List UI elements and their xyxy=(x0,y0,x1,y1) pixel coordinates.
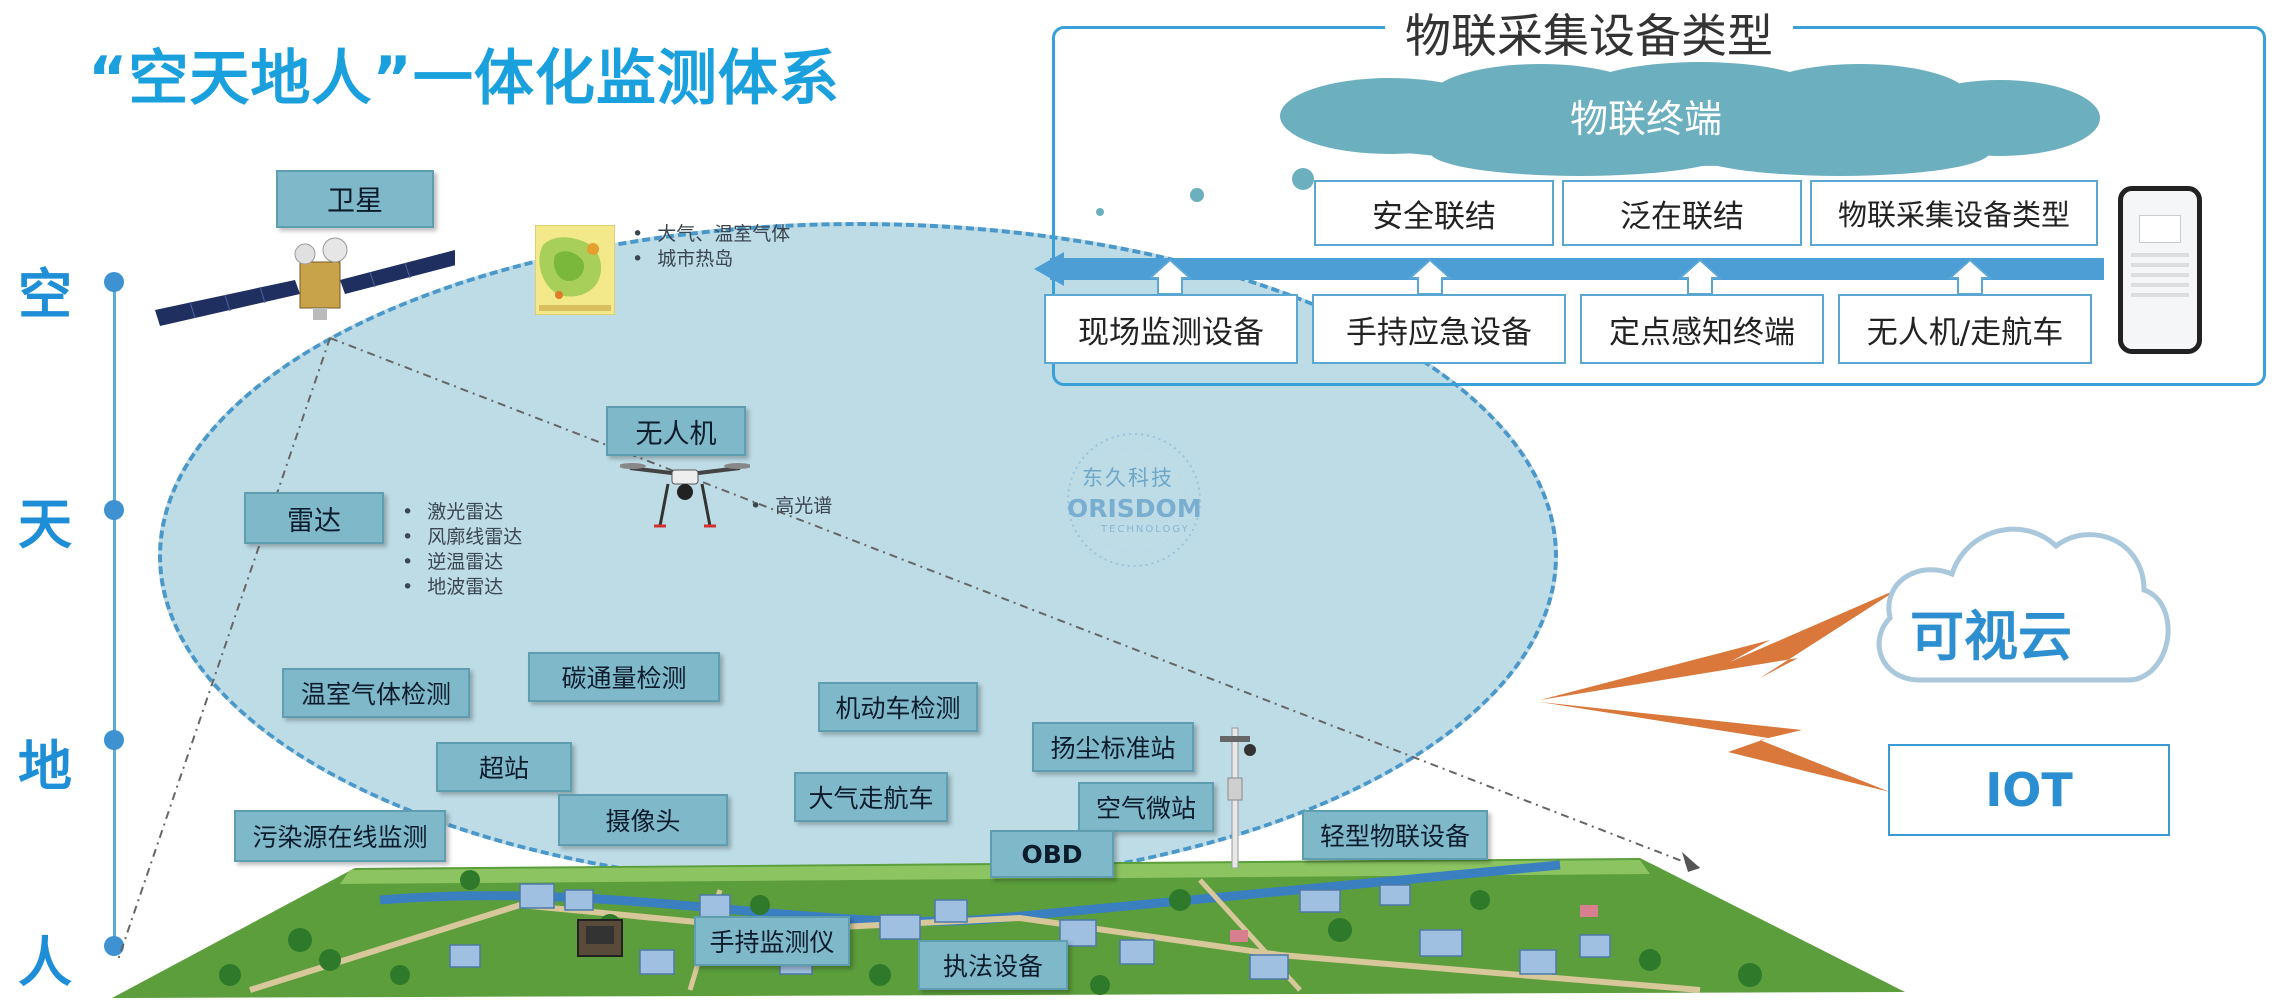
box-handheld-emergency: 手持应急设备 xyxy=(1312,294,1566,364)
tier-dot-air xyxy=(104,500,124,520)
tier-label-air: 天 xyxy=(18,493,72,556)
radar-bullet-item: 风廓线雷达 xyxy=(402,525,522,550)
tier-axis-line xyxy=(113,278,116,950)
visual-cloud-icon xyxy=(1876,526,2171,683)
cloud-dot xyxy=(1096,208,1104,216)
radar-bullet-item: 逆温雷达 xyxy=(402,550,522,575)
satellite-bullet-item: 城市热岛 xyxy=(632,247,790,272)
tier-dot-sky xyxy=(104,272,124,292)
tier-label-sky: 空 xyxy=(18,263,72,326)
watermark-en: ORISDOM xyxy=(1067,494,1202,523)
satellite-bullet-item: 大气、温室气体 xyxy=(632,222,790,247)
visual-cloud-label: 可视云 xyxy=(1910,605,2072,668)
box-fixed-sensor: 定点感知终端 xyxy=(1580,294,1824,364)
tag-atmos-nav-car: 大气走航车 xyxy=(794,772,948,822)
box-secure-link: 安全联结 xyxy=(1314,180,1554,246)
cloud-icon xyxy=(1280,62,2100,176)
drone-label: 无人机 xyxy=(606,406,746,456)
pole-camera-icon xyxy=(1220,727,1256,868)
box-drone-navcar: 无人机/走航车 xyxy=(1838,294,2092,364)
radar-label: 雷达 xyxy=(244,492,384,544)
tag-dust-station: 扬尘标准站 xyxy=(1032,722,1194,772)
iot-terminal-label: 物联终端 xyxy=(1570,97,1723,141)
watermark-cn: 东久科技 xyxy=(1082,466,1174,490)
box-device-type: 物联采集设备类型 xyxy=(1810,180,2098,246)
phone-icon xyxy=(2118,186,2202,354)
radar-bullet-item: 激光雷达 xyxy=(402,500,522,525)
tag-air-micro-station: 空气微站 xyxy=(1078,782,1214,832)
tag-light-iot-device: 轻型物联设备 xyxy=(1302,810,1488,860)
tier-label-ground: 地 xyxy=(18,735,72,798)
panel-title: 物联采集设备类型 xyxy=(1385,0,1793,66)
box-ubiquitous-link: 泛在联结 xyxy=(1562,180,1802,246)
satellite-bullets: 大气、温室气体 城市热岛 xyxy=(632,222,790,272)
lightning-icon xyxy=(1540,588,1900,792)
satellite-icon xyxy=(155,237,455,326)
tag-super-station: 超站 xyxy=(436,742,572,792)
page-title: “空天地人”一体化监测体系 xyxy=(88,44,840,114)
tag-pollution-source: 污染源在线监测 xyxy=(234,810,446,862)
tier-dot-ground xyxy=(104,730,124,750)
drone-icon xyxy=(620,463,750,528)
tag-obd: OBD xyxy=(990,830,1114,878)
tag-carbon-flux: 碳通量检测 xyxy=(528,652,720,702)
radar-bullets: 激光雷达 风廓线雷达 逆温雷达 地波雷达 xyxy=(402,500,522,600)
cloud-dot xyxy=(1190,188,1204,202)
satellite-label: 卫星 xyxy=(276,170,434,228)
watermark-logo xyxy=(1067,433,1201,567)
up-arrows xyxy=(1150,258,1993,295)
tag-vehicle-detection: 机动车检测 xyxy=(818,682,978,732)
radar-bullet-item: 地波雷达 xyxy=(402,575,522,600)
box-onsite-monitor: 现场监测设备 xyxy=(1044,294,1298,364)
iot-box: IOT xyxy=(1888,744,2170,836)
drone-bullets: 高光谱 xyxy=(750,494,832,519)
cloud-dot xyxy=(1292,168,1314,190)
watermark-sub: TECHNOLOGY xyxy=(1101,524,1190,535)
tag-enforcement-device: 执法设备 xyxy=(918,940,1068,990)
tag-camera: 摄像头 xyxy=(558,794,728,846)
tag-greenhouse-gas: 温室气体检测 xyxy=(282,668,470,718)
drone-bullet-item: 高光谱 xyxy=(750,494,832,519)
tag-handheld-monitor: 手持监测仪 xyxy=(694,916,850,966)
arrow-left-icon xyxy=(1034,252,1064,286)
data-flow-bar xyxy=(1050,258,2104,280)
tier-dot-people xyxy=(104,936,124,956)
tier-label-people: 人 xyxy=(18,931,72,994)
heatmap-thumbnail xyxy=(535,225,615,315)
